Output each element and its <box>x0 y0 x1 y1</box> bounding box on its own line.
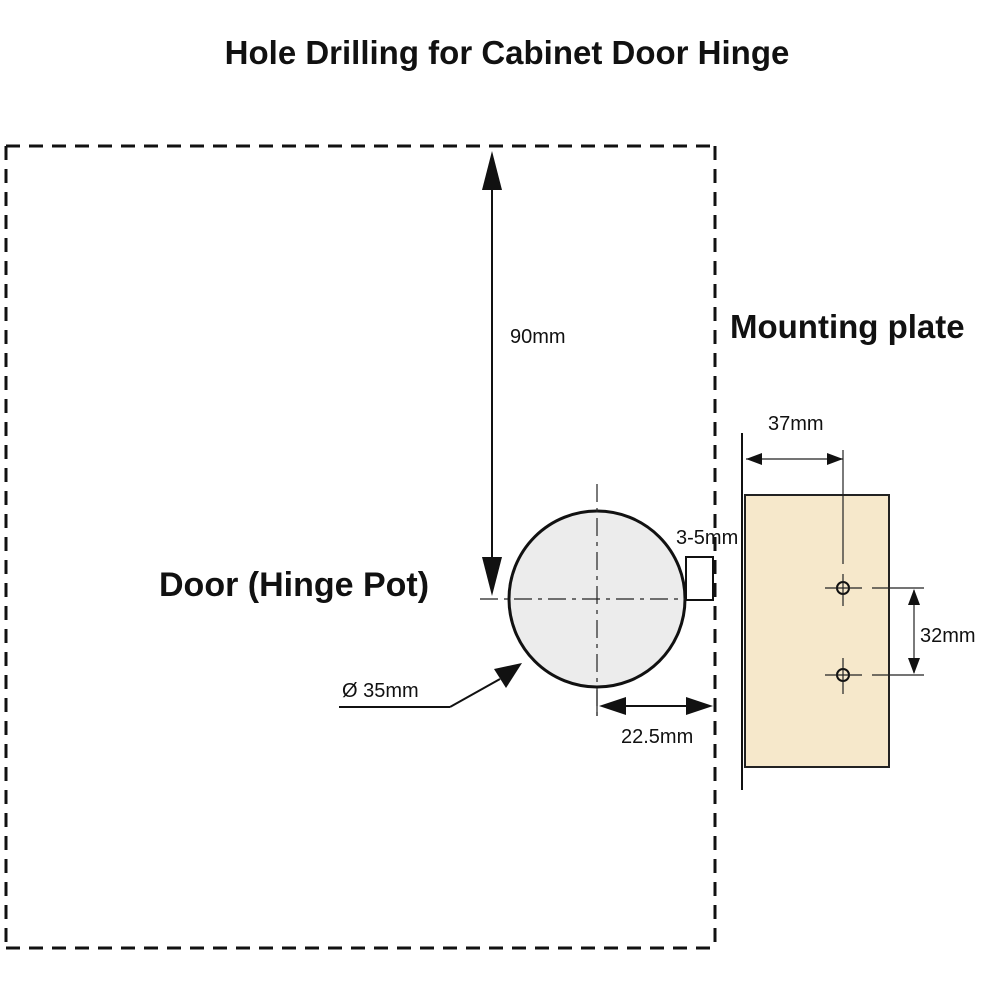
cup-offset-dimension <box>596 690 713 716</box>
edge-gap-marker <box>685 556 714 601</box>
arrow-down-icon <box>482 557 502 596</box>
cup-offset-label: 22.5mm <box>621 726 693 748</box>
hole-spacing-label: 32mm <box>920 625 976 647</box>
plate-depth-dimension <box>746 450 844 564</box>
diameter-leader <box>339 663 522 708</box>
mounting-plate <box>744 494 890 768</box>
hinge-cup-hole <box>480 484 690 718</box>
arrow-up-icon <box>482 151 502 190</box>
screw-hole-bottom <box>825 658 862 694</box>
edge-gap-label: 3-5mm <box>676 527 738 549</box>
door-outline <box>4 144 717 950</box>
plate-depth-label: 37mm <box>768 413 824 435</box>
screw-hole-top <box>825 574 862 606</box>
door-label: Door (Hinge Pot) <box>159 566 429 604</box>
hole-spacing-dimension <box>872 587 924 676</box>
diameter-label: Ø 35mm <box>342 680 419 702</box>
top-distance-dimension <box>482 151 502 596</box>
mounting-plate-label: Mounting plate <box>730 308 965 345</box>
diagram-title: Hole Drilling for Cabinet Door Hinge <box>225 34 790 71</box>
top-distance-label: 90mm <box>510 326 566 348</box>
